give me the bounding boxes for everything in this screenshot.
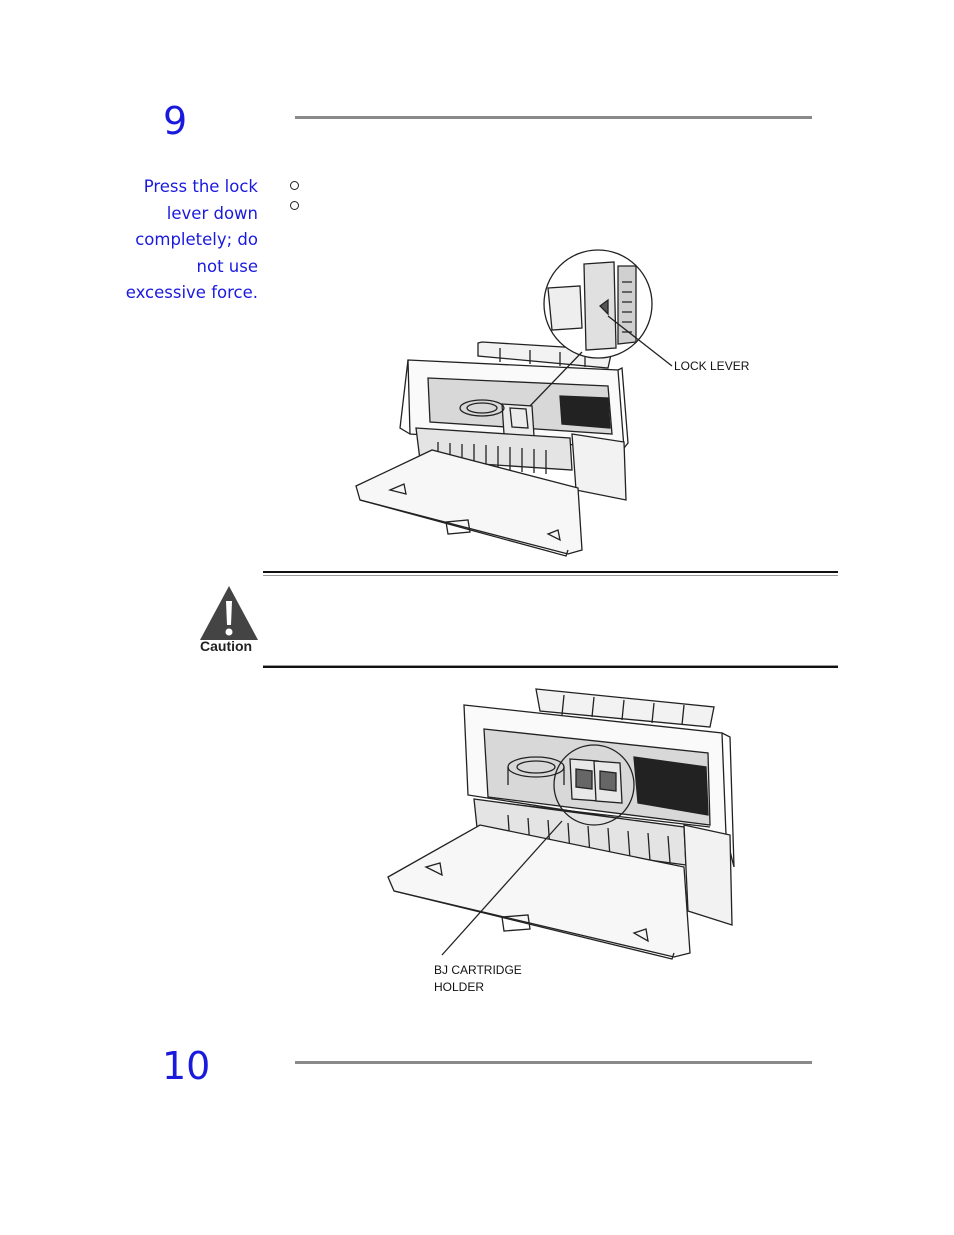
bullet-marker <box>290 181 299 190</box>
lock-lever-callout: LOCK LEVER <box>674 359 750 373</box>
sidenote-line: completely; do <box>135 230 258 249</box>
step-divider <box>295 116 812 119</box>
sidenote-line: lever down <box>166 203 258 223</box>
printer-cartridge-holder-figure: BJ CARTRIDGE HOLDER <box>387 688 735 994</box>
step-divider <box>295 1061 812 1064</box>
caution-top-rule <box>263 571 838 576</box>
cartridge-holder-callout-line1: BJ CARTRIDGE <box>434 963 522 977</box>
sidenote: Press the lock lever down completely; do… <box>100 174 258 307</box>
step-number: 10 <box>162 1044 211 1088</box>
printer-lock-lever-figure: LOCK LEVER <box>355 249 750 557</box>
cartridge-holder-callout-line2: HOLDER <box>434 980 484 994</box>
warning-triangle-icon <box>200 586 258 640</box>
sidenote-line: Press the lock <box>143 177 258 196</box>
step-number: 9 <box>163 99 188 143</box>
bullet-marker <box>290 201 299 210</box>
sidenote-line: not use <box>196 256 258 276</box>
caution-text: Caution <box>200 638 252 654</box>
caution-bottom-rule <box>263 663 838 668</box>
caution-label: Caution <box>200 638 252 654</box>
sidenote-line: excessive force. <box>125 283 258 302</box>
